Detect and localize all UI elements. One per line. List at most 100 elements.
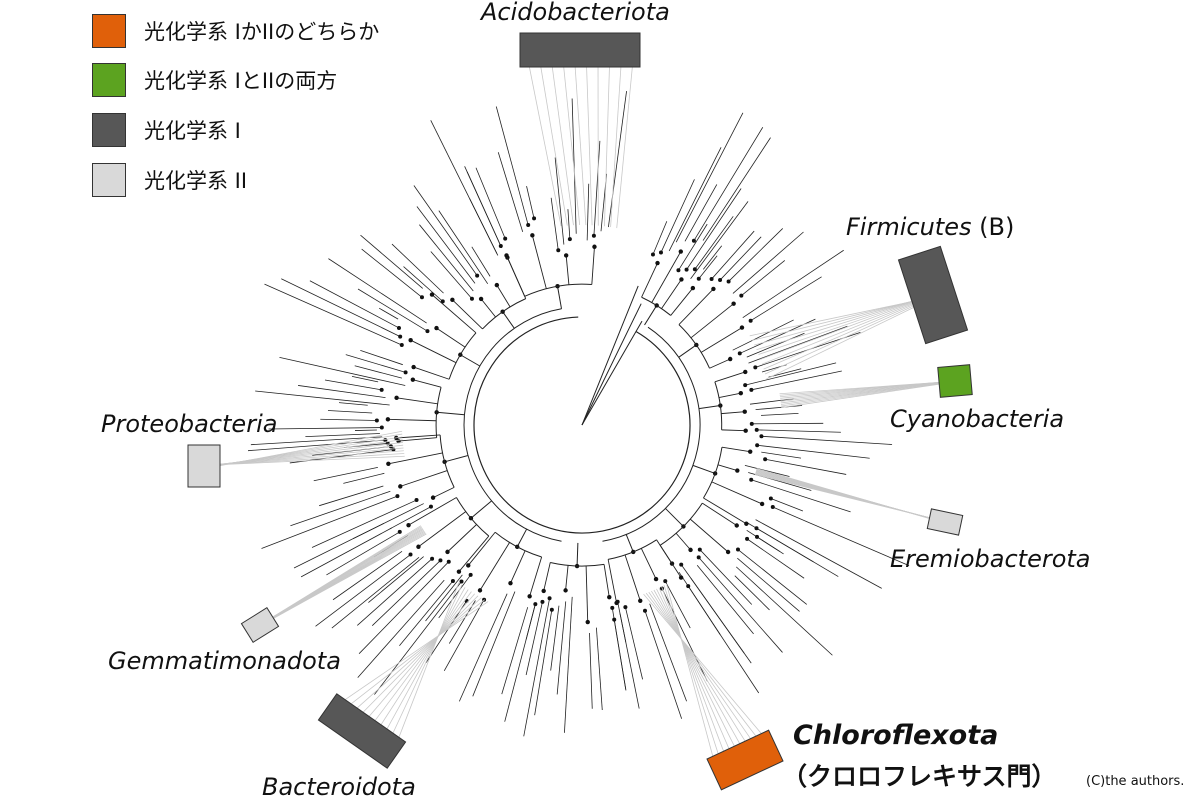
leaf-branch — [699, 557, 783, 652]
node-dot — [430, 557, 434, 561]
branch — [510, 551, 525, 583]
leaf-branch — [761, 436, 892, 444]
node-dot — [564, 253, 568, 257]
node-dot — [398, 335, 402, 339]
leaf-branch — [751, 277, 822, 321]
branch — [433, 487, 454, 497]
label-chloroflexota-jp: （クロロフレキサス門） — [782, 757, 1057, 793]
node-dot — [386, 462, 390, 466]
branch — [665, 508, 683, 526]
node-dot — [397, 326, 401, 330]
branch — [399, 438, 437, 441]
node-dot — [592, 234, 596, 238]
node-dot — [375, 418, 379, 422]
node-dot — [686, 584, 690, 588]
node-dot — [450, 298, 454, 302]
node-dot — [743, 429, 747, 433]
branch — [396, 435, 440, 438]
leaf-branch — [703, 138, 771, 241]
branch — [507, 255, 526, 298]
node-dot — [663, 579, 667, 583]
label-eremiobacterota: Eremiobacterota — [890, 545, 1091, 573]
leaf-branch — [620, 613, 639, 708]
fan-line — [271, 526, 420, 618]
branch — [503, 312, 515, 329]
leaf-branch — [594, 141, 600, 236]
leaf-branch — [757, 537, 784, 554]
node-dot — [659, 251, 663, 255]
branch — [715, 372, 745, 382]
node-dot — [614, 601, 618, 605]
leaf-branch — [355, 430, 377, 431]
node-dot — [395, 494, 399, 498]
leaf-branch — [669, 147, 721, 251]
fan-line — [604, 50, 610, 226]
fan-line — [755, 475, 959, 525]
node-dot — [743, 370, 747, 374]
leaf-branch — [281, 279, 400, 337]
leaf-branch — [678, 224, 707, 270]
node-dot — [697, 277, 701, 281]
leaf-branch — [756, 405, 802, 409]
node-dot — [607, 595, 611, 599]
fan-line — [386, 585, 462, 748]
node-dot — [692, 239, 696, 243]
branch — [566, 565, 568, 590]
fan-line — [758, 296, 930, 355]
branch — [722, 430, 746, 431]
node-dot — [755, 535, 759, 539]
fan-line — [667, 584, 718, 773]
node-dot — [731, 301, 735, 305]
leaf-branch — [756, 520, 882, 589]
branch — [592, 247, 595, 285]
fan-line — [662, 586, 730, 767]
backbone-arc — [474, 317, 690, 533]
node-dot — [679, 277, 683, 281]
branch — [577, 543, 578, 566]
branch — [413, 380, 441, 388]
fan-line — [756, 297, 926, 350]
root-branch — [582, 321, 642, 425]
leaf-branch — [757, 430, 841, 432]
node-dot — [745, 537, 749, 541]
branch — [566, 255, 569, 284]
node-dot — [530, 233, 534, 237]
node-dot — [438, 558, 442, 562]
node-dot — [451, 579, 455, 583]
node-dot — [771, 505, 775, 509]
node-dot — [411, 365, 415, 369]
node-dot — [740, 325, 744, 329]
leaf-branch — [358, 580, 445, 677]
leaf-branch — [688, 586, 720, 635]
branch — [712, 482, 762, 504]
leaf-branch — [743, 250, 844, 317]
node-dot — [738, 351, 742, 355]
leaf-branch — [502, 607, 528, 694]
legend-swatch-dark — [92, 113, 126, 147]
label-chloroflexota: Chloroflexota — [793, 720, 998, 751]
leaf-branch — [749, 326, 848, 363]
legend-swatch-green — [92, 63, 126, 97]
legend-swatch-light — [92, 163, 126, 197]
branch — [532, 235, 546, 288]
branch — [702, 503, 736, 525]
node-dot — [739, 294, 743, 298]
leaf-branch — [736, 567, 832, 655]
branch — [703, 498, 746, 524]
leaf-branch — [325, 380, 382, 390]
fan-line — [331, 602, 488, 710]
box-proteobacteria — [188, 445, 220, 487]
node-dot — [679, 249, 683, 253]
leaf-branch — [476, 168, 505, 239]
fan-line — [550, 50, 573, 225]
leaf-branch — [467, 172, 501, 246]
leaf-branch — [568, 209, 570, 239]
branch — [604, 564, 609, 597]
node-dot — [726, 550, 730, 554]
legend-label-ps1: 光化学系 I — [144, 115, 241, 145]
leaf-branch — [360, 350, 402, 364]
leaf-branch — [676, 113, 743, 242]
branch — [718, 465, 737, 471]
node-dot — [470, 297, 474, 301]
node-dot — [760, 502, 764, 506]
